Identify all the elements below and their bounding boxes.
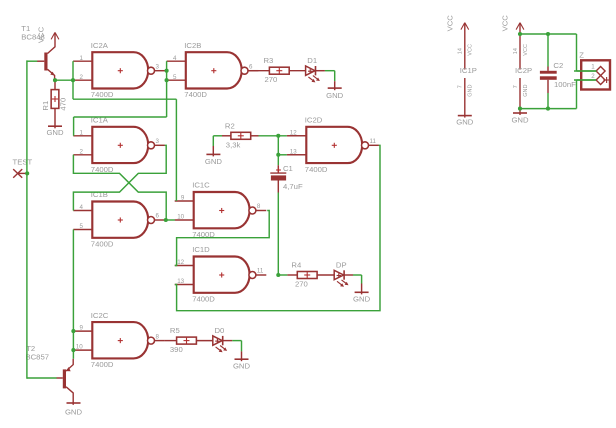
svg-text:6: 6 bbox=[249, 63, 253, 70]
svg-text:2: 2 bbox=[80, 148, 84, 155]
svg-text:IC1A: IC1A bbox=[91, 116, 109, 125]
svg-text:7: 7 bbox=[513, 85, 519, 88]
svg-text:C1: C1 bbox=[283, 164, 293, 173]
svg-text:T2: T2 bbox=[26, 344, 35, 353]
svg-text:VCC: VCC bbox=[468, 44, 474, 56]
svg-text:100nF: 100nF bbox=[554, 80, 576, 89]
svg-text:R2: R2 bbox=[225, 121, 235, 130]
svg-text:8: 8 bbox=[257, 203, 261, 210]
svg-text:BC848: BC848 bbox=[21, 33, 45, 42]
svg-text:1: 1 bbox=[80, 55, 84, 62]
svg-text:7400D: 7400D bbox=[91, 90, 114, 99]
svg-text:10: 10 bbox=[177, 214, 184, 221]
svg-text:270: 270 bbox=[265, 75, 278, 84]
svg-text:12: 12 bbox=[177, 259, 184, 266]
svg-text:R1: R1 bbox=[41, 101, 50, 111]
svg-text:GND: GND bbox=[205, 157, 223, 166]
svg-text:GND: GND bbox=[353, 295, 371, 304]
svg-text:IC2D: IC2D bbox=[305, 116, 323, 125]
svg-text:GND: GND bbox=[468, 85, 474, 97]
svg-text:TEST: TEST bbox=[13, 157, 33, 166]
svg-text:1: 1 bbox=[591, 64, 595, 71]
svg-text:D0: D0 bbox=[215, 326, 225, 335]
svg-text:13: 13 bbox=[177, 278, 184, 285]
svg-text:DP: DP bbox=[336, 260, 347, 269]
svg-text:11: 11 bbox=[257, 268, 264, 275]
svg-text:3,3k: 3,3k bbox=[226, 140, 241, 149]
svg-text:IC1C: IC1C bbox=[192, 181, 210, 190]
svg-text:4: 4 bbox=[80, 204, 84, 211]
svg-text:7400D: 7400D bbox=[91, 165, 114, 174]
svg-text:4,7uF: 4,7uF bbox=[283, 182, 303, 191]
svg-text:IC2P: IC2P bbox=[515, 66, 532, 75]
svg-text:C2: C2 bbox=[553, 61, 563, 70]
svg-text:14: 14 bbox=[513, 48, 519, 54]
svg-text:GND: GND bbox=[65, 407, 83, 416]
svg-text:R4: R4 bbox=[291, 261, 302, 270]
svg-text:GND: GND bbox=[511, 116, 529, 125]
svg-text:IC2B: IC2B bbox=[184, 41, 201, 50]
svg-text:1: 1 bbox=[80, 129, 84, 136]
svg-text:IC1P: IC1P bbox=[460, 66, 477, 75]
svg-text:390: 390 bbox=[170, 345, 183, 354]
svg-text:270: 270 bbox=[295, 280, 308, 289]
svg-text:Z: Z bbox=[579, 51, 584, 60]
svg-text:GND: GND bbox=[326, 91, 344, 100]
svg-text:9: 9 bbox=[80, 325, 84, 332]
svg-text:14: 14 bbox=[458, 48, 464, 54]
svg-text:7400D: 7400D bbox=[192, 230, 215, 239]
svg-text:5: 5 bbox=[80, 223, 84, 230]
svg-text:2: 2 bbox=[591, 73, 595, 80]
svg-text:VCC: VCC bbox=[501, 15, 510, 32]
svg-text:R3: R3 bbox=[264, 56, 274, 65]
svg-text:IC2A: IC2A bbox=[91, 41, 109, 50]
svg-text:5: 5 bbox=[173, 74, 177, 81]
svg-text:7: 7 bbox=[458, 85, 464, 88]
svg-text:7400D: 7400D bbox=[305, 165, 328, 174]
svg-text:D1: D1 bbox=[307, 56, 317, 65]
svg-text:GND: GND bbox=[456, 118, 474, 127]
svg-text:7400D: 7400D bbox=[184, 90, 207, 99]
svg-text:10: 10 bbox=[76, 344, 83, 351]
svg-text:VCC: VCC bbox=[445, 15, 454, 32]
svg-text:BC857: BC857 bbox=[26, 353, 50, 362]
svg-text:IC1B: IC1B bbox=[91, 190, 108, 199]
svg-text:R5: R5 bbox=[170, 326, 180, 335]
svg-text:9: 9 bbox=[181, 195, 185, 202]
svg-text:470: 470 bbox=[58, 98, 67, 111]
svg-text:VCC: VCC bbox=[523, 44, 529, 56]
svg-text:7400D: 7400D bbox=[91, 240, 114, 249]
svg-text:8: 8 bbox=[156, 333, 160, 340]
svg-text:IC2C: IC2C bbox=[91, 311, 109, 320]
svg-text:VCC: VCC bbox=[37, 26, 46, 43]
svg-text:6: 6 bbox=[156, 213, 160, 220]
svg-text:T1: T1 bbox=[21, 24, 30, 33]
svg-text:IC1D: IC1D bbox=[192, 245, 210, 254]
svg-text:4: 4 bbox=[173, 55, 177, 62]
svg-text:GND: GND bbox=[523, 85, 529, 97]
svg-text:7400D: 7400D bbox=[192, 295, 215, 304]
svg-text:3: 3 bbox=[156, 63, 160, 70]
svg-text:GND: GND bbox=[233, 362, 251, 371]
svg-text:GND: GND bbox=[46, 128, 64, 137]
svg-text:12: 12 bbox=[290, 129, 297, 136]
svg-text:2: 2 bbox=[80, 74, 84, 81]
svg-text:13: 13 bbox=[290, 148, 297, 155]
svg-text:3: 3 bbox=[156, 138, 160, 145]
svg-text:7400D: 7400D bbox=[91, 360, 114, 369]
svg-text:11: 11 bbox=[370, 138, 377, 145]
